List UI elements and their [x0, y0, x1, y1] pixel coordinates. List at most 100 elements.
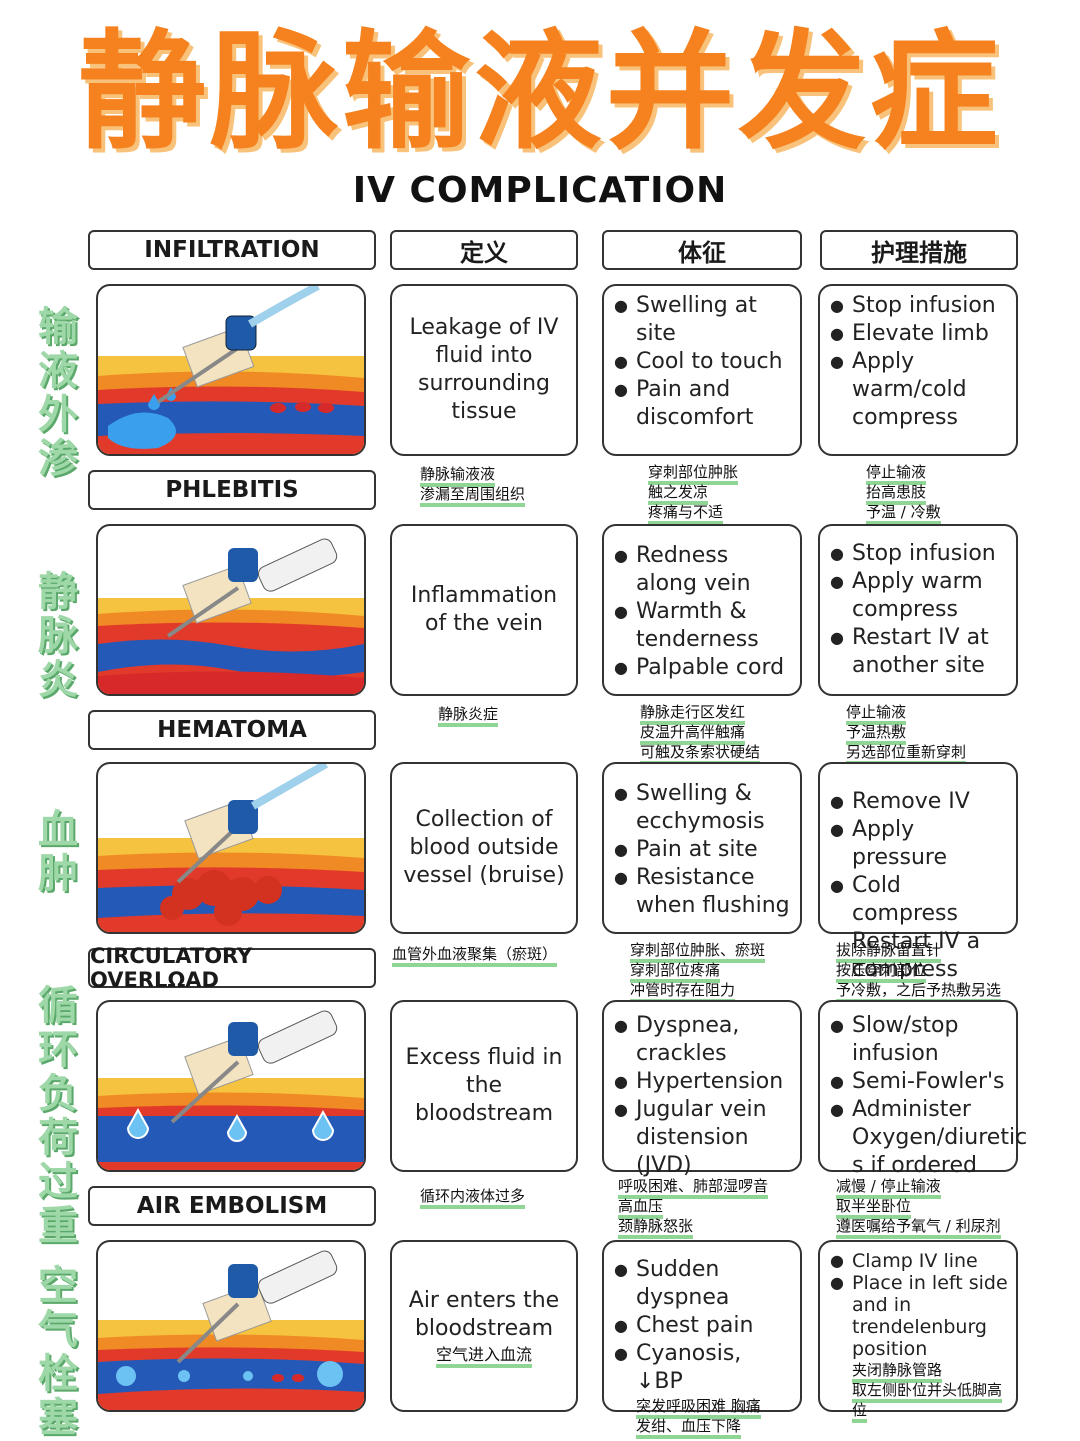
side-label-hematoma: 血肿 [38, 807, 78, 897]
cn-text: 取左侧卧位并头低脚高位 [852, 1381, 1003, 1423]
cn-text: 空气进入血流 [435, 1345, 532, 1368]
signs-cn-infiltration: 穿刺部位肿胀 触之发凉 疼痛与不适 [648, 462, 739, 525]
cn-text: 高血压 [618, 1197, 664, 1219]
definition-hematoma: Collection of blood outside vessel (brui… [390, 762, 578, 934]
signs-cn-phlebitis: 静脉走行区发红 皮温升高伴触痛 可触及条索状硬结 [640, 702, 761, 765]
signs-phlebitis: Redness along vein Warmth & tenderness P… [602, 524, 802, 696]
sign-item: Cool to touch [614, 348, 792, 376]
cn-text: 颈静脉怒张 [618, 1217, 694, 1239]
cn-text: 触之发凉 [648, 483, 709, 505]
cn-text: 抬高患肢 [866, 483, 927, 505]
definition-cn-infiltration: 静脉输液液 渗漏至周围组织 [420, 464, 526, 507]
side-label-phlebitis: 静脉炎 [38, 569, 78, 703]
cn-text: 另选部位重新穿刺 [846, 743, 967, 765]
signs-cn-hematoma: 穿刺部位肿胀、瘀斑 穿刺部位疼痛 冲管时存在阻力 [630, 940, 766, 1003]
illustration-infiltration [96, 284, 366, 456]
care-item: Elevate limb [830, 320, 1008, 348]
cn-text: 停止输液 [846, 703, 907, 725]
definition-phlebitis: Inflammation of the vein [390, 524, 578, 696]
signs-infiltration: Swelling at site Cool to touch Pain and … [602, 284, 802, 456]
sign-item: Swelling at site [614, 292, 792, 348]
care-item: Place in left side and in trendelenburg … [830, 1272, 1008, 1360]
cn-text: 静脉走行区发红 [640, 703, 746, 725]
sign-item: Palpable cord [614, 654, 792, 682]
sign-item: Pain at site [614, 836, 792, 864]
care-cn-circulatory-overload: 减慢 / 停止输液 取半坐卧位 遵医嘱给予氧气 / 利尿剂 [836, 1176, 1001, 1239]
side-label-infiltration: 输液外渗 [38, 304, 78, 482]
illustration-air-embolism [96, 1240, 366, 1412]
definition-text: Air enters the bloodstream [408, 1288, 560, 1341]
cn-text: 静脉输液液 [420, 465, 496, 487]
care-item: Apply warm compress [830, 568, 1008, 624]
cn-text: 穿刺部位肿胀、瘀斑 [630, 941, 766, 963]
care-item: Stop infusion [830, 540, 1008, 568]
care-item: Restart IV at another site [830, 624, 1008, 680]
definition-cn-phlebitis: 静脉炎症 [438, 704, 499, 727]
cn-text: 渗漏至周围组织 [420, 485, 526, 507]
care-item: Remove IV [830, 788, 1008, 816]
care-item: Semi-Fowler's [830, 1068, 1008, 1096]
illustration-circulatory-overload [96, 1000, 366, 1172]
complication-name-phlebitis: PHLEBITIS [88, 470, 376, 510]
sign-item: Cyanosis, ↓BP [614, 1340, 792, 1396]
sign-item: Redness along vein [614, 542, 792, 598]
care-item: Apply pressure [830, 816, 1008, 872]
cn-text: 发绀、血压下降 [636, 1417, 742, 1439]
cn-text: 皮温升高伴触痛 [640, 723, 746, 745]
cn-text: 按压穿刺部位 [836, 961, 927, 983]
sign-item: Sudden dyspnea [614, 1256, 792, 1312]
signs-circulatory-overload: Dyspnea, crackles Hypertension Jugular v… [602, 1000, 802, 1178]
cn-text: 血管外血液聚集（瘀斑） [392, 945, 558, 967]
page-title-english: IV COMPLICATION [352, 170, 728, 211]
care-item: Stop infusion [830, 292, 1008, 320]
cn-text: 予温 / 冷敷 [866, 503, 941, 525]
cn-text: 停止输液 [866, 463, 927, 485]
page-title-chinese: 静脉输液并发症 [77, 18, 1002, 167]
complication-name-air-embolism: AIR EMBOLISM [88, 1186, 376, 1226]
illustration-hematoma [96, 762, 366, 934]
sign-item: Chest pain [614, 1312, 792, 1340]
cn-text: 取半坐卧位 [836, 1197, 912, 1219]
cn-text: 冲管时存在阻力 [630, 981, 736, 1003]
care-phlebitis: Stop infusion Apply warm compress Restar… [818, 524, 1018, 696]
cn-text: 突发呼吸困难 胸痛 [636, 1397, 761, 1419]
illustration-phlebitis [96, 524, 366, 696]
header-care: 护理措施 [820, 230, 1018, 270]
cn-text: 穿刺部位肿胀 [648, 463, 739, 485]
care-cn-phlebitis: 停止输液 予温热敷 另选部位重新穿刺 [846, 702, 967, 765]
care-item: Cold compress [830, 872, 1008, 928]
complication-name-hematoma: HEMATOMA [88, 710, 376, 750]
cn-text: 遵医嘱给予氧气 / 利尿剂 [836, 1217, 1001, 1239]
care-cn-hematoma: 拔除静脉留置针 按压穿刺部位 予冷敷，之后予热敷另选 [836, 940, 1002, 1003]
sign-item: Dyspnea, crackles [614, 1012, 792, 1068]
care-cn-infiltration: 停止输液 抬高患肢 予温 / 冷敷 [866, 462, 941, 525]
cn-text: 减慢 / 停止输液 [836, 1177, 941, 1199]
cn-text: 疼痛与不适 [648, 503, 724, 525]
cn-text: 可触及条索状硬结 [640, 743, 761, 765]
definition-cn-hematoma: 血管外血液聚集（瘀斑） [392, 944, 558, 967]
sign-item: Resistance when flushing [614, 864, 792, 920]
header-definition: 定义 [390, 230, 578, 270]
definition-air-embolism: Air enters the bloodstream 空气进入血流 [390, 1240, 578, 1412]
signs-hematoma: Swelling & ecchymosis Pain at site Resis… [602, 762, 802, 934]
signs-air-embolism: Sudden dyspnea Chest pain Cyanosis, ↓BP … [602, 1240, 802, 1439]
cn-text: 静脉炎症 [438, 705, 499, 727]
cn-text: 呼吸困难、肺部湿啰音 [618, 1177, 769, 1199]
cn-text: 循环内液体过多 [420, 1187, 526, 1209]
definition-cn-circulatory-overload: 循环内液体过多 [420, 1186, 526, 1209]
cn-text: 予冷敷，之后予热敷另选 [836, 981, 1002, 1003]
definition-circulatory-overload: Excess fluid in the bloodstream [390, 1000, 578, 1172]
care-hematoma: Remove IV Apply pressure Cold compress R… [818, 762, 1018, 982]
care-item: Slow/stop infusion [830, 1012, 1008, 1068]
care-air-embolism: Clamp IV line Place in left side and in … [818, 1240, 1018, 1423]
care-item: Apply warm/cold compress [830, 348, 1008, 432]
care-item: Clamp IV line [830, 1250, 1008, 1272]
care-circulatory-overload: Slow/stop infusion Semi-Fowler's Adminis… [818, 1000, 1027, 1178]
sign-item: Hypertension [614, 1068, 792, 1096]
cn-text: 拔除静脉留置针 [836, 941, 942, 963]
signs-cn-circulatory-overload: 呼吸困难、肺部湿啰音 高血压 颈静脉怒张 [618, 1176, 769, 1239]
sign-item: Pain and discomfort [614, 376, 792, 432]
cn-text: 予温热敷 [846, 723, 907, 745]
complication-name-infiltration: INFILTRATION [88, 230, 376, 270]
header-signs: 体征 [602, 230, 802, 270]
